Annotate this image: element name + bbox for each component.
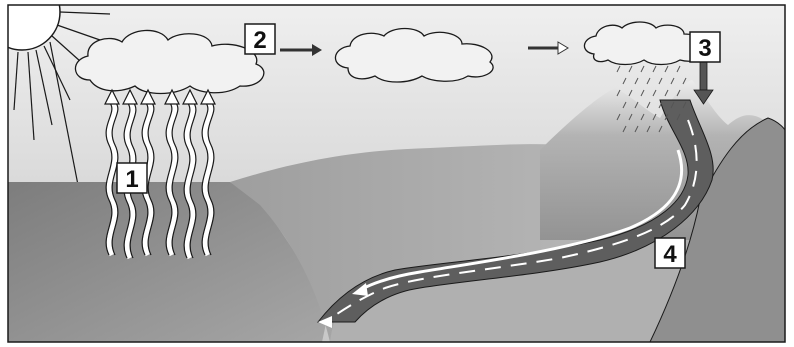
label-1-text: 1: [125, 166, 138, 193]
label-1: 1: [117, 163, 147, 193]
label-2-text: 2: [253, 27, 266, 54]
label-4-text: 4: [663, 241, 677, 268]
label-4: 4: [655, 238, 685, 268]
label-3-text: 3: [698, 35, 711, 62]
label-2: 2: [245, 24, 275, 54]
label-3: 3: [690, 32, 720, 62]
